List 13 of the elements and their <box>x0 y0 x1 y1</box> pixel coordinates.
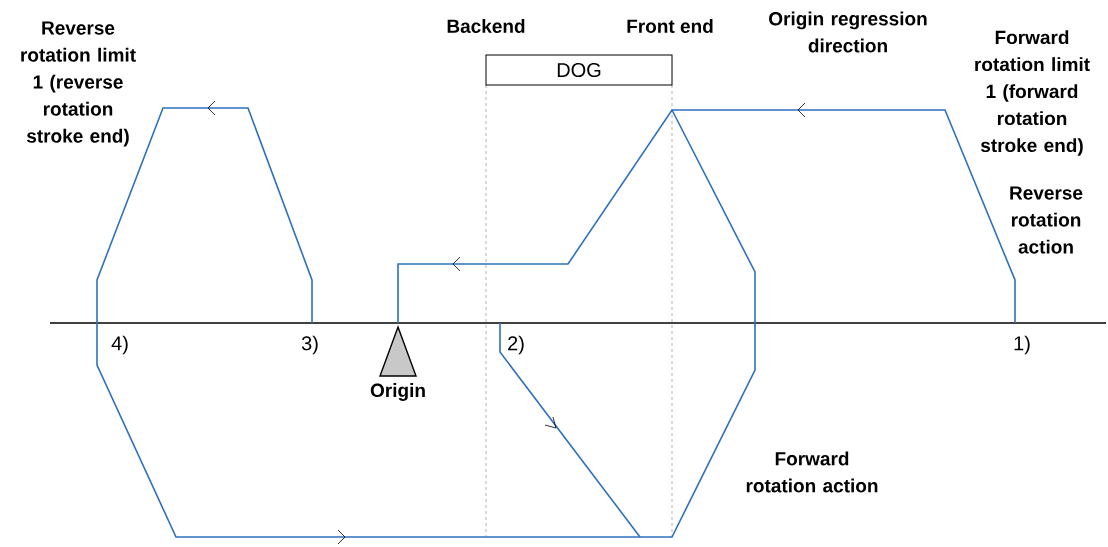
direction-label: Origin regression direction <box>769 11 927 53</box>
limit-label: Reverse rotation limit 1 (reverse rotation stroke end) <box>21 21 136 147</box>
action-label: Reverse rotation action <box>1010 186 1083 254</box>
dog-edge-label: Front end <box>627 19 713 33</box>
dog-box: DOG <box>485 54 673 86</box>
action-label: Forward rotation action <box>746 451 878 493</box>
limit-label: Forward rotation limit 1 (forward rotation stroke end) <box>975 30 1090 156</box>
dog-edge-label: Backend <box>447 19 525 33</box>
position-number: 2) <box>508 335 524 355</box>
origin-label: Origin <box>370 383 425 401</box>
position-number: 3) <box>301 335 318 355</box>
position-number: 1) <box>1014 335 1030 355</box>
position-number: 4) <box>111 335 128 355</box>
